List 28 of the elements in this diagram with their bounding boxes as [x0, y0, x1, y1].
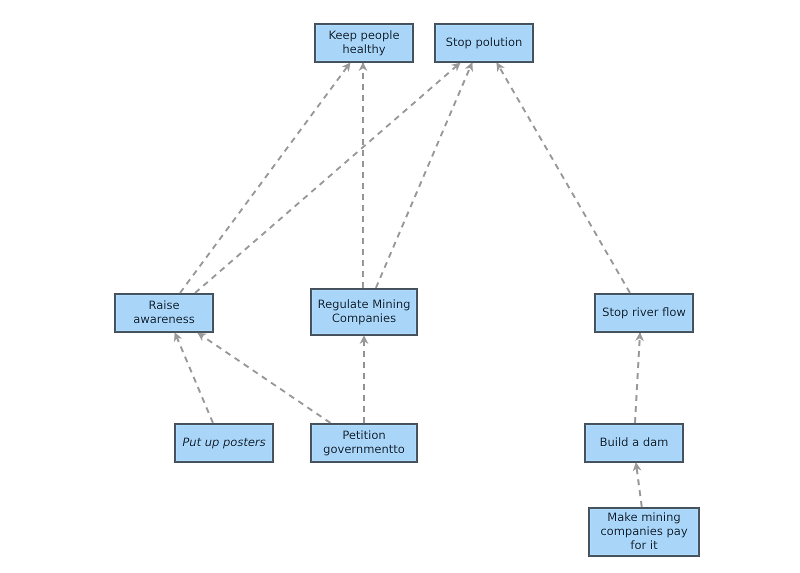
node-label: Regulate Mining Companies	[316, 298, 412, 326]
dashed-arrow	[194, 62, 461, 294]
process-box	[174, 423, 274, 463]
process-box	[594, 293, 694, 333]
process-box	[584, 423, 684, 463]
node-label: Petition governmentto	[322, 429, 406, 457]
dashed-arrow	[634, 332, 644, 424]
node-label: Keep people healthy	[327, 29, 401, 57]
node-label: Make mining companies pay for it	[599, 511, 689, 553]
dashed-arrow	[632, 462, 643, 508]
process-box	[588, 507, 700, 557]
dashed-arrow	[496, 62, 631, 294]
node-label: Put up posters	[182, 436, 266, 450]
node-label: Build a dam	[600, 436, 668, 450]
node-label: Stop river flow	[602, 306, 686, 320]
dashed-arrow	[360, 335, 368, 423]
node-label: Stop polution	[446, 36, 522, 50]
dashed-arrow	[179, 62, 351, 294]
dashed-arrow	[374, 62, 473, 288]
dashed-arrow	[358, 62, 368, 288]
dashed-arrow	[197, 332, 332, 424]
process-box	[310, 423, 418, 463]
node-label: Raise awareness	[132, 299, 196, 327]
process-box	[434, 23, 534, 63]
dashed-arrow	[174, 332, 214, 424]
process-box	[314, 23, 414, 63]
process-box	[310, 288, 418, 336]
process-box	[114, 293, 214, 333]
